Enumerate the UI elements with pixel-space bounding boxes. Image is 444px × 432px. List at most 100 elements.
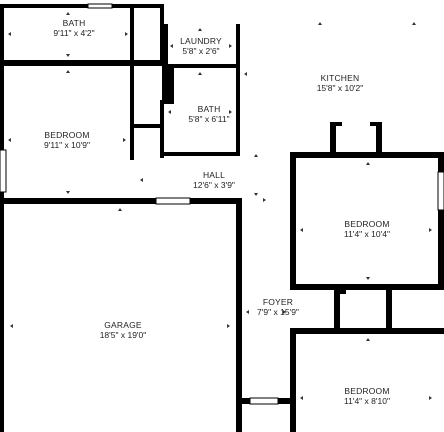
window	[155, 197, 191, 205]
wall	[330, 122, 336, 156]
room-dimensions: 5'8" x 2'6"	[182, 46, 220, 56]
tick	[283, 310, 286, 314]
window	[249, 397, 279, 405]
window-marks	[0, 3, 444, 405]
wall	[290, 152, 296, 290]
wall	[290, 328, 296, 432]
wall	[190, 198, 242, 204]
wall	[278, 398, 296, 404]
wall	[162, 64, 174, 104]
wall	[130, 4, 134, 66]
tick	[198, 72, 202, 75]
tick	[366, 162, 370, 165]
room-label-laundry: LAUNDRY 5'8" x 2'6"	[180, 36, 222, 56]
wall	[0, 60, 164, 66]
tick	[254, 193, 258, 196]
room-name: GARAGE	[104, 320, 142, 330]
wall	[160, 100, 164, 158]
wall	[290, 328, 334, 334]
tick	[125, 32, 128, 36]
wall	[0, 4, 4, 432]
wall	[330, 122, 342, 126]
tick	[118, 208, 122, 211]
tick	[244, 72, 247, 76]
tick	[246, 310, 249, 314]
room-dimensions: 9'11" x 4'2"	[53, 28, 95, 38]
room-name: KITCHEN	[320, 73, 360, 83]
room-label-hall: HALL 12'6" x 3'9"	[193, 170, 235, 190]
wall	[236, 24, 240, 68]
wall	[236, 64, 240, 156]
tick	[66, 70, 70, 73]
tick	[227, 324, 230, 328]
tick	[123, 138, 126, 142]
wall	[160, 152, 240, 156]
tick	[66, 54, 70, 57]
room-name: HALL	[202, 170, 226, 180]
wall	[386, 284, 392, 334]
tick	[198, 28, 202, 31]
wall	[0, 4, 88, 8]
tick	[140, 178, 143, 182]
window	[0, 149, 7, 193]
tick	[318, 22, 322, 25]
room-label-bedroom-left: BEDROOM 9'11" x 10'9"	[44, 130, 90, 150]
wall	[438, 210, 444, 290]
wall	[164, 24, 168, 68]
room-label-bedroom-right-bottom: BEDROOM 11'4" x 8'10"	[344, 386, 390, 406]
room-name: BATH	[197, 104, 221, 114]
room-dimensions: 11'4" x 10'4"	[344, 229, 390, 239]
wall	[376, 122, 382, 156]
wall	[290, 284, 444, 290]
tick	[429, 396, 432, 400]
room-dimensions: 12'6" x 3'9"	[193, 180, 235, 190]
room-label-kitchen: KITCHEN 15'8" x 10'2"	[317, 73, 364, 93]
tick	[66, 12, 70, 15]
tick	[412, 22, 416, 25]
wall	[112, 4, 164, 8]
wall	[160, 4, 164, 66]
room-label-garage: GARAGE 18'5" x 19'0"	[100, 320, 147, 340]
room-label-bedroom-right-top: BEDROOM 11'4" x 10'4"	[344, 219, 390, 239]
tick	[8, 32, 11, 36]
wall	[392, 328, 444, 334]
wall	[438, 152, 444, 172]
room-dimensions: 7'9" x 15'9"	[257, 307, 299, 317]
room-label-bath-top: BATH 9'11" x 4'2"	[53, 18, 94, 38]
wall	[130, 124, 164, 128]
tick	[429, 228, 432, 232]
wall	[370, 122, 382, 126]
room-name: BEDROOM	[44, 130, 90, 140]
walls	[0, 4, 444, 432]
dimension-ticks	[8, 12, 432, 400]
room-dimensions: 15'8" x 10'2"	[316, 83, 364, 93]
tick	[263, 198, 266, 202]
tick	[229, 44, 232, 48]
tick	[300, 228, 303, 232]
room-dimensions: 18'5" x 19'0"	[99, 330, 147, 340]
tick	[366, 277, 370, 280]
wall	[340, 290, 346, 294]
window	[87, 3, 113, 9]
room-label-foyer: FOYER 7'9" x 15'9"	[257, 297, 299, 317]
wall	[130, 64, 134, 160]
room-name: BATH	[62, 18, 86, 28]
tick	[8, 138, 11, 142]
wall	[290, 152, 444, 158]
room-label-bath-mid: BATH 5'8" x 6'11"	[188, 104, 229, 124]
room-dimensions: 9'11" x 10'9"	[44, 140, 90, 150]
wall	[162, 64, 240, 68]
wall	[236, 398, 250, 404]
tick	[229, 110, 232, 114]
tick	[254, 154, 258, 157]
wall	[236, 198, 242, 432]
room-dimensions: 11'4" x 8'10"	[344, 396, 390, 406]
tick	[168, 110, 171, 114]
wall	[0, 198, 156, 204]
room-name: LAUNDRY	[180, 36, 222, 46]
room-name: FOYER	[262, 297, 294, 307]
wall	[334, 328, 392, 334]
wall	[334, 284, 340, 334]
window	[437, 171, 444, 211]
